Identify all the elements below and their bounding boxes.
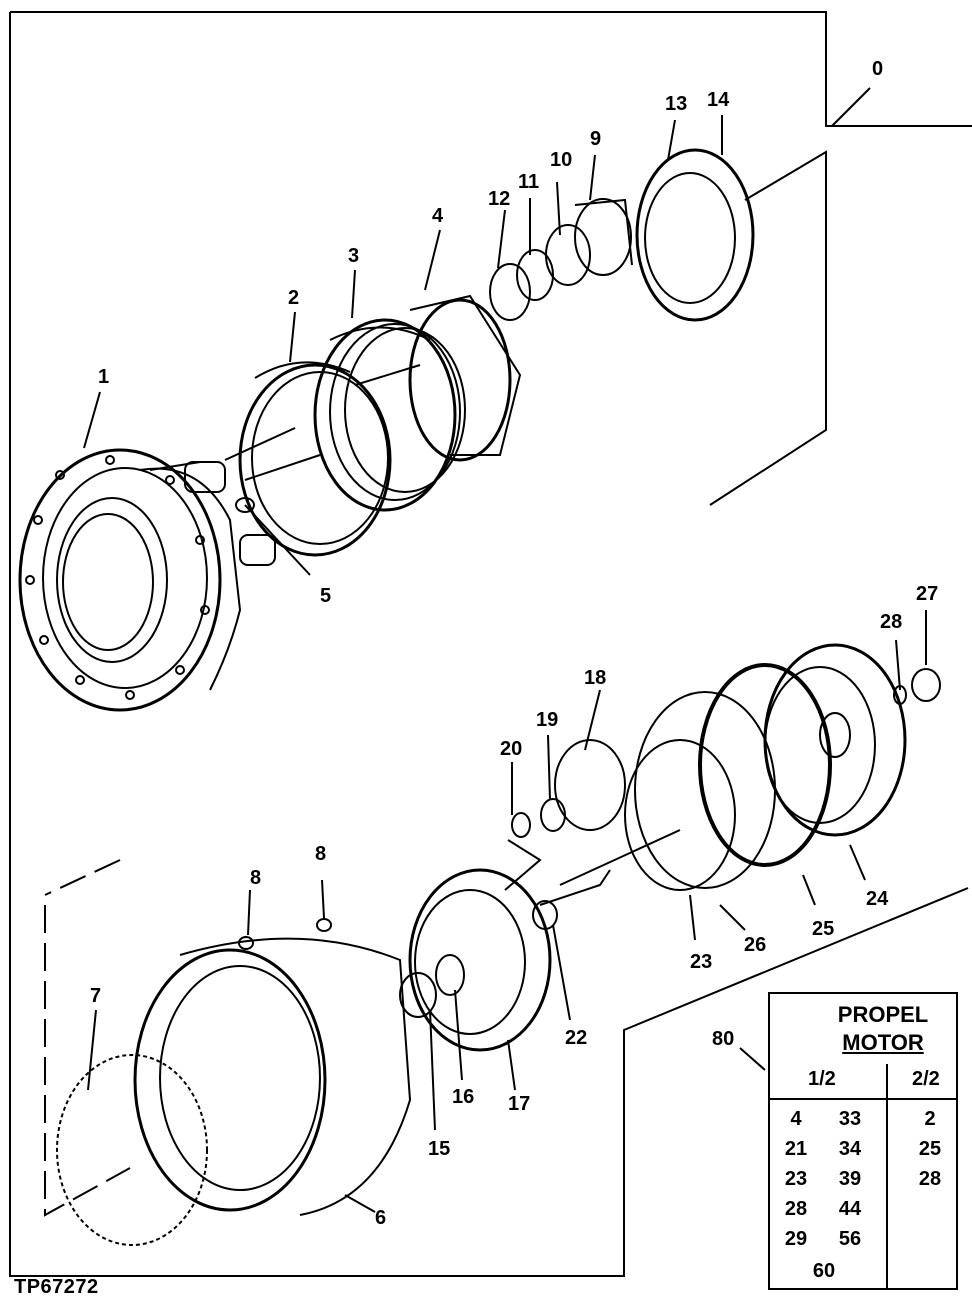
callout-4: 4 xyxy=(432,205,444,227)
table-cell: 28 xyxy=(918,1168,942,1190)
leader-2 xyxy=(289,311,296,363)
callout-26: 26 xyxy=(744,934,766,956)
callout-13: 13 xyxy=(665,93,687,115)
part-27-plug xyxy=(911,668,941,702)
part-19-bearing xyxy=(540,798,566,832)
callout-14: 14 xyxy=(707,89,730,111)
callout-8b: 8 xyxy=(315,843,326,865)
part-3-brake-pack xyxy=(313,318,466,512)
leader-3 xyxy=(351,269,356,319)
leader-7 xyxy=(87,1009,97,1091)
col1-header: 1/2 xyxy=(808,1068,836,1090)
callout-15: 15 xyxy=(428,1138,450,1160)
table-cell: 60 xyxy=(812,1260,836,1282)
leader-6 xyxy=(344,1194,376,1213)
callout-24: 24 xyxy=(866,888,889,910)
group-leader-0 xyxy=(831,87,871,127)
callout-1: 1 xyxy=(98,366,109,388)
reference-id: TP67272 xyxy=(14,1276,99,1298)
callout-19: 19 xyxy=(536,709,558,731)
part-22-shaft xyxy=(532,869,611,930)
part-25-snap-ring xyxy=(698,663,832,867)
part-20-washer xyxy=(511,812,531,838)
table-cell: 21 xyxy=(784,1138,808,1160)
callout-5: 5 xyxy=(320,585,331,607)
table-cell: 28 xyxy=(784,1198,808,1220)
callout-12: 12 xyxy=(488,188,510,210)
callout-6: 6 xyxy=(375,1207,386,1229)
table-cell: 56 xyxy=(838,1228,862,1250)
group-boundary xyxy=(9,11,972,1277)
leader-1 xyxy=(83,391,101,449)
callout-20: 20 xyxy=(500,738,522,760)
part-23-disc xyxy=(624,739,736,891)
table-cell: 33 xyxy=(838,1108,862,1130)
part-4-collar xyxy=(354,294,522,462)
callout-17: 17 xyxy=(508,1093,530,1115)
callout-22: 22 xyxy=(565,1027,587,1049)
table-cell: 4 xyxy=(790,1108,802,1130)
part-10-bearing xyxy=(545,224,591,286)
callout-10: 10 xyxy=(550,149,572,171)
part-13-plate xyxy=(635,148,755,322)
kit-table-callout: 80 xyxy=(712,1028,735,1050)
table-cell: 39 xyxy=(838,1168,862,1190)
part-2-ring xyxy=(238,361,392,557)
part-24-cover xyxy=(763,643,907,837)
part-18-gear xyxy=(554,739,626,831)
callout-28: 28 xyxy=(880,611,902,633)
part-6-ring-gear xyxy=(133,937,412,1216)
callout-8a: 8 xyxy=(250,867,261,889)
table-cell: 25 xyxy=(918,1138,942,1160)
callout-7: 7 xyxy=(90,985,101,1007)
table-cell: 29 xyxy=(784,1228,808,1250)
table-cell: 2 xyxy=(924,1108,936,1130)
part-11-race xyxy=(516,249,554,301)
callout-23: 23 xyxy=(690,951,712,973)
table-cell: 23 xyxy=(784,1168,808,1190)
part-12-ring xyxy=(489,263,531,321)
part-15-gear xyxy=(399,972,437,1018)
kit-table-title-line2: MOTOR xyxy=(842,1030,924,1055)
table-cell: 44 xyxy=(838,1198,862,1220)
part-16-ring xyxy=(435,954,465,996)
part-7-ball-ring xyxy=(56,1054,208,1246)
table-divider-vertical xyxy=(886,1064,888,1290)
col2-header: 2/2 xyxy=(912,1068,940,1090)
part-8-plug-b xyxy=(316,879,332,932)
callout-25: 25 xyxy=(812,918,834,940)
part-8-plug-a xyxy=(238,889,254,950)
table-divider-horizontal xyxy=(770,1098,956,1100)
part-9-gear xyxy=(574,198,633,276)
callout-2: 2 xyxy=(288,287,299,309)
leader-4 xyxy=(424,229,441,291)
part-17-carrier xyxy=(408,868,552,1052)
callout-9: 9 xyxy=(590,128,601,150)
callout-16: 16 xyxy=(452,1086,474,1108)
callout-11: 11 xyxy=(518,171,539,193)
table-cell: 34 xyxy=(838,1138,862,1160)
kit-table-title-line1: PROPEL xyxy=(837,1002,929,1027)
group-callout: 0 xyxy=(872,58,884,80)
callout-27: 27 xyxy=(916,583,938,605)
callout-18: 18 xyxy=(584,667,606,689)
part-1-housing xyxy=(18,448,276,712)
callout-3: 3 xyxy=(348,245,359,267)
propel-motor-kit-table: PROPEL MOTOR 1/2 2/2 4 33 21 34 23 39 28… xyxy=(768,992,958,1290)
